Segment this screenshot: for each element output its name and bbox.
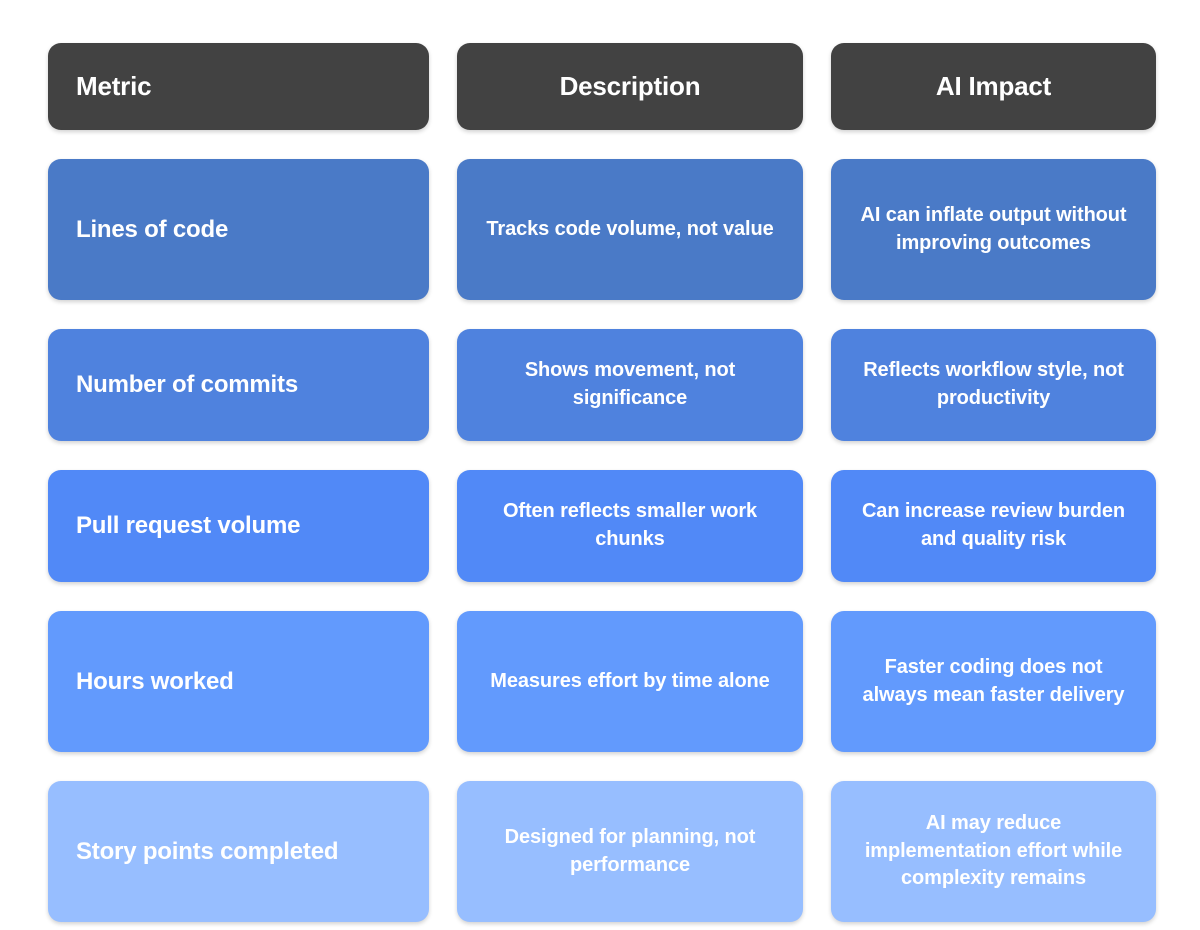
cell-description: Shows movement, not significance: [457, 329, 803, 441]
metric-label: Hours worked: [76, 667, 234, 695]
cell-impact: Faster coding does not always mean faste…: [831, 611, 1156, 752]
cell-description: Measures effort by time alone: [457, 611, 803, 752]
cell-metric: Story points completed: [48, 781, 429, 922]
cell-impact: AI can inflate output without improving …: [831, 159, 1156, 300]
header-cell-metric: Metric: [48, 43, 429, 130]
description-label: Shows movement, not significance: [524, 359, 736, 409]
header-cell-impact: AI Impact: [831, 43, 1156, 130]
description-label: Tracks code volume, not value: [486, 217, 774, 240]
table-header-row: Metric Description AI Impact: [48, 43, 1156, 130]
cell-metric: Number of commits: [48, 329, 429, 441]
cell-description: Tracks code volume, not value: [457, 159, 803, 300]
cell-description: Designed for planning, not performance: [457, 781, 803, 922]
description-label: Measures effort by time alone: [490, 669, 770, 692]
cell-impact: Can increase review burden and quality r…: [831, 470, 1156, 582]
table-row: Number of commits Shows movement, not si…: [48, 329, 1156, 441]
header-label-description: Description: [559, 70, 701, 101]
metric-label: Lines of code: [76, 215, 229, 243]
impact-label: Faster coding does not always mean faste…: [862, 655, 1125, 706]
description-label: Designed for planning, not performance: [504, 825, 756, 876]
table-row: Hours worked Measures effort by time alo…: [48, 611, 1156, 752]
description-label: Often reflects smaller work chunks: [502, 500, 758, 550]
header-label-metric: Metric: [76, 70, 152, 101]
impact-label: Can increase review burden and quality r…: [861, 500, 1126, 550]
metric-label: Pull request volume: [76, 512, 301, 539]
metric-label: Number of commits: [76, 371, 298, 398]
cell-metric: Pull request volume: [48, 470, 429, 582]
header-label-impact: AI Impact: [935, 70, 1052, 101]
table-row: Story points completed Designed for plan…: [48, 781, 1156, 922]
cell-metric: Lines of code: [48, 159, 429, 300]
table-row: Pull request volume Often reflects small…: [48, 470, 1156, 582]
metric-label: Story points completed: [76, 837, 339, 865]
cell-impact: AI may reduce implementation effort whil…: [831, 781, 1156, 922]
cell-metric: Hours worked: [48, 611, 429, 752]
header-cell-description: Description: [457, 43, 803, 130]
cell-impact: Reflects workflow style, not productivit…: [831, 329, 1156, 441]
table-row: Lines of code Tracks code volume, not va…: [48, 159, 1156, 300]
cell-description: Often reflects smaller work chunks: [457, 470, 803, 582]
impact-label: AI may reduce implementation effort whil…: [864, 812, 1123, 890]
impact-label: Reflects workflow style, not productivit…: [863, 359, 1124, 409]
impact-label: AI can inflate output without improving …: [860, 203, 1127, 254]
